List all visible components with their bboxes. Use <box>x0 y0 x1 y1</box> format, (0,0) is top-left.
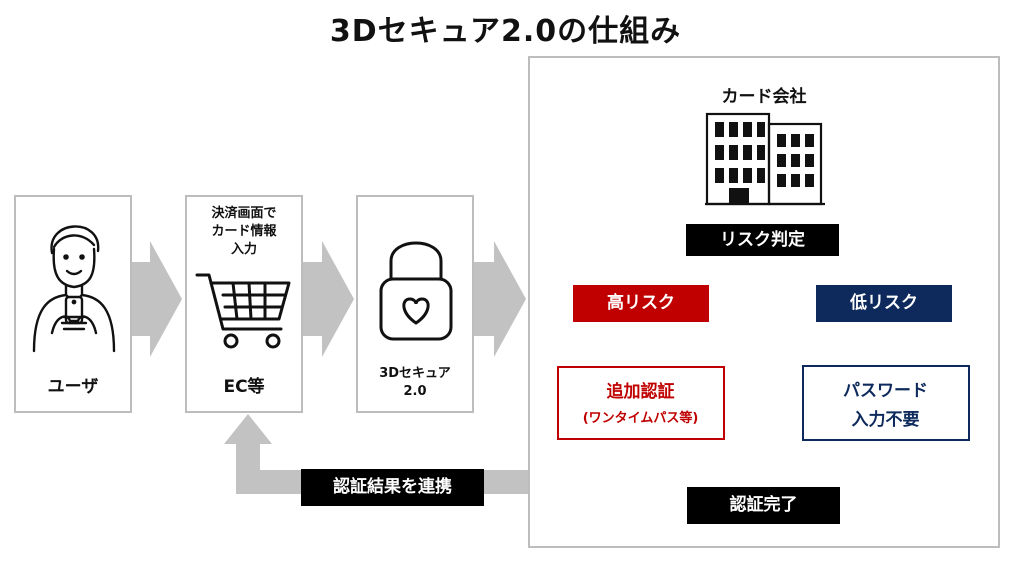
ec-caption-line-2: カード情報 <box>211 224 277 239</box>
secure-label: 3Dセキュア 2.0 <box>358 365 472 401</box>
additional-auth-title: 追加認証 <box>606 382 675 402</box>
return-arrow-head <box>224 414 272 444</box>
password-not-required-box: パスワード 入力不要 <box>802 365 970 441</box>
card-company-label: カード会社 <box>721 87 807 107</box>
ec-label: EC等 <box>223 377 265 397</box>
flow-arrow-secure-to-card <box>474 241 526 357</box>
risk-judgement-label: リスク判定 <box>686 224 839 256</box>
password-not-required-line-1: パスワード <box>843 381 928 401</box>
flow-arrow-ec-to-secure <box>302 241 354 357</box>
ec-caption: 決済画面で カード情報 入力 <box>187 205 301 259</box>
ec-box: 決済画面で カード情報 入力 EC等 <box>185 195 303 413</box>
shopping-cart-icon <box>195 273 291 349</box>
password-not-required-line-2: 入力不要 <box>851 410 920 430</box>
office-building-icon <box>705 112 825 206</box>
ec-caption-line-3: 入力 <box>230 242 257 257</box>
ec-caption-line-1: 決済画面で <box>211 206 277 221</box>
low-risk-label: 低リスク <box>816 285 952 322</box>
secure-box: 3Dセキュア 2.0 <box>356 195 474 413</box>
diagram-title: 3Dセキュア2.0の仕組み <box>329 14 682 49</box>
user-label: ユーザ <box>47 377 99 397</box>
secure-label-line-2: 2.0 <box>403 384 427 399</box>
user-box: ユーザ <box>14 195 132 413</box>
result-link-label: 認証結果を連携 <box>301 469 484 506</box>
heart-padlock-icon <box>379 241 453 341</box>
flow-arrow-user-to-ec <box>130 241 182 357</box>
secure-label-line-1: 3Dセキュア <box>379 366 451 381</box>
additional-auth-note: (ワンタイムパス等) <box>582 411 699 426</box>
person-with-phone-icon <box>32 225 116 353</box>
high-risk-label: 高リスク <box>573 285 709 322</box>
auth-complete-label: 認証完了 <box>687 487 840 524</box>
additional-auth-box: 追加認証 (ワンタイムパス等) <box>557 366 725 440</box>
